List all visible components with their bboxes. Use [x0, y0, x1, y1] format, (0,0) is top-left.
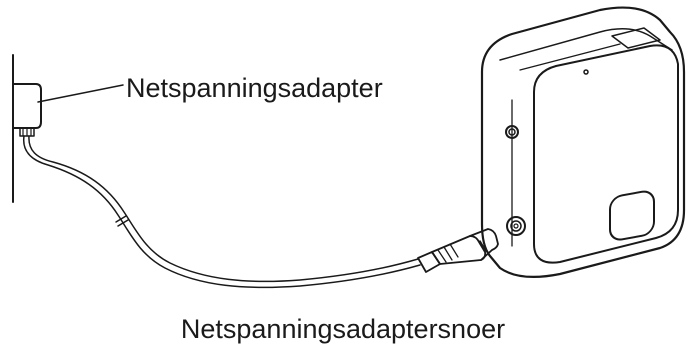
cord-label: Netspanningsadaptersnoer	[181, 314, 505, 344]
adapter-leader-line	[37, 84, 124, 103]
adapter-label: Netspanningsadapter	[126, 73, 383, 103]
dc-plug	[417, 228, 499, 273]
label-printer-device	[480, 6, 686, 279]
adapter-cord	[22, 135, 421, 289]
ac-adapter	[13, 83, 42, 137]
